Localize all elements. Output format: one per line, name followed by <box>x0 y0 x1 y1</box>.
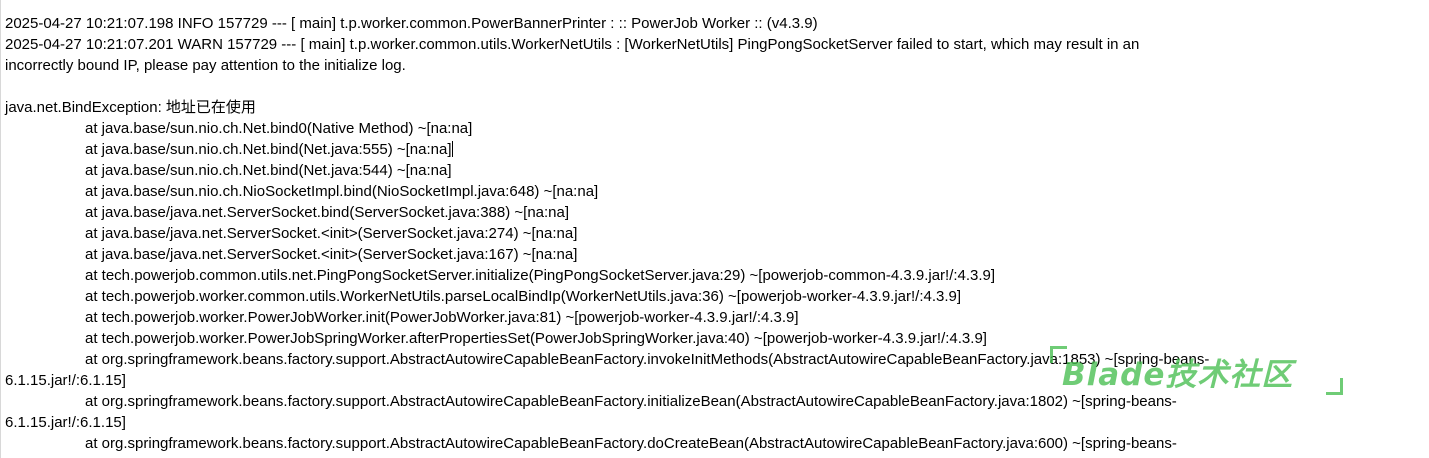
window-left-border <box>0 0 1 458</box>
stack-frame-text: at java.base/sun.nio.ch.Net.bind(Net.jav… <box>85 141 452 158</box>
stack-frame: at java.base/java.net.ServerSocket.bind(… <box>85 204 570 221</box>
log-line-warn: 2025-04-27 10:21:07.201 WARN 157729 --- … <box>5 36 1140 53</box>
stack-frame: at java.base/java.net.ServerSocket.<init… <box>85 225 578 242</box>
stack-frame: at java.base/sun.nio.ch.Net.bind(Net.jav… <box>85 162 452 179</box>
log-line-info: 2025-04-27 10:21:07.198 INFO 157729 --- … <box>5 15 818 32</box>
stack-frame-continued: 6.1.15.jar!/:6.1.15] <box>5 414 126 431</box>
stack-frame: at org.springframework.beans.factory.sup… <box>85 393 1177 410</box>
stack-frame: at java.base/sun.nio.ch.NioSocketImpl.bi… <box>85 183 599 200</box>
log-text-area[interactable]: 2025-04-27 10:21:07.198 INFO 157729 --- … <box>5 13 1395 454</box>
stack-frame: at tech.powerjob.worker.common.utils.Wor… <box>85 288 962 305</box>
stack-frame-continued: 6.1.15.jar!/:6.1.15] <box>5 372 126 389</box>
stack-frame: at org.springframework.beans.factory.sup… <box>85 435 1177 452</box>
log-line-warn-continued: incorrectly bound IP, please pay attenti… <box>5 57 406 74</box>
stack-frame: at java.base/java.net.ServerSocket.<init… <box>85 246 578 263</box>
blank-line <box>5 76 1395 97</box>
stack-frame: at tech.powerjob.common.utils.net.PingPo… <box>85 267 996 284</box>
exception-line: java.net.BindException: 地址已在使用 <box>5 99 256 116</box>
stack-frame: at java.base/sun.nio.ch.Net.bind0(Native… <box>85 120 473 137</box>
stack-frame: at tech.powerjob.worker.PowerJobSpringWo… <box>85 330 987 347</box>
stack-frame: at java.base/sun.nio.ch.Net.bind(Net.jav… <box>5 139 1395 160</box>
stack-frame: at tech.powerjob.worker.PowerJobWorker.i… <box>85 309 799 326</box>
stack-frame: at org.springframework.beans.factory.sup… <box>85 351 1210 368</box>
text-cursor <box>452 141 454 157</box>
